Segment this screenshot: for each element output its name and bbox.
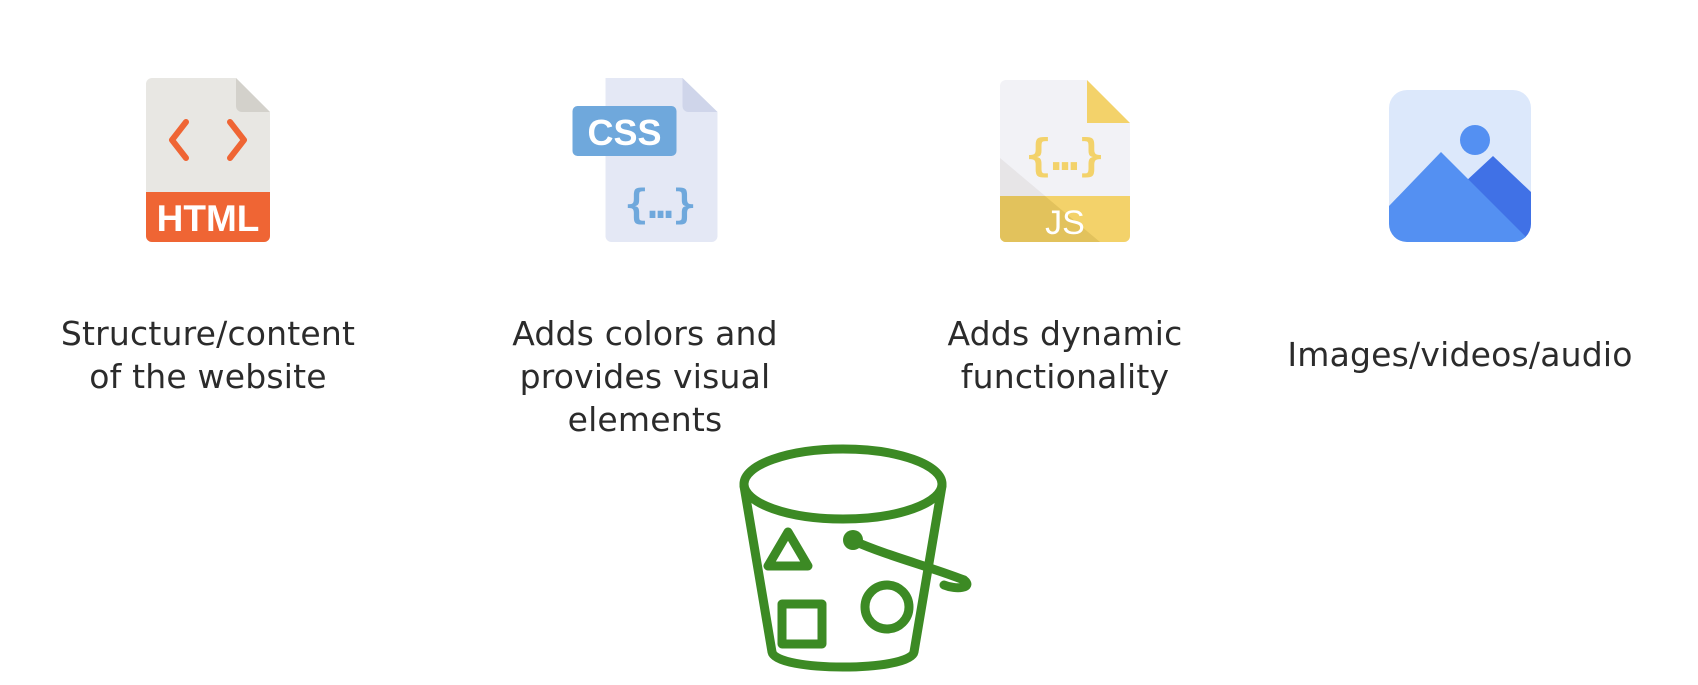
html-file-icon: HTML	[146, 78, 270, 242]
storage-bucket-icon	[739, 444, 972, 672]
js-description-line-2: functionality	[960, 357, 1170, 396]
css-file-item: CSS {…} Adds colors and provides visual …	[445, 0, 845, 440]
html-file-item: HTML Structure/content of the website	[8, 0, 408, 440]
css-braces-glyph: {…}	[624, 182, 696, 228]
media-item: Images/videos/audio	[1260, 0, 1660, 440]
js-description-line-1: Adds dynamic	[947, 314, 1183, 353]
media-description: Images/videos/audio	[1260, 333, 1660, 376]
html-badge-text: HTML	[157, 198, 260, 239]
html-description: Structure/content of the website	[8, 312, 408, 398]
js-description: Adds dynamic functionality	[865, 312, 1265, 398]
image-icon	[1389, 90, 1531, 242]
css-file-icon: CSS {…}	[572, 78, 718, 242]
js-badge-text: JS	[1045, 204, 1085, 242]
css-description: Adds colors and provides visual elements	[445, 312, 845, 441]
js-braces-glyph: {…}	[1025, 130, 1104, 181]
js-file-item: {…} JS Adds dynamic functionality	[865, 0, 1265, 440]
css-description-line-3: elements	[567, 400, 723, 439]
html-description-line-1: Structure/content	[60, 314, 356, 353]
media-description-line-1: Images/videos/audio	[1287, 335, 1633, 374]
js-file-icon: {…} JS	[1000, 80, 1130, 242]
css-badge-text: CSS	[587, 112, 661, 153]
css-description-line-1: Adds colors and	[512, 314, 778, 353]
css-description-line-2: provides visual	[519, 357, 771, 396]
html-description-line-2: of the website	[89, 357, 327, 396]
